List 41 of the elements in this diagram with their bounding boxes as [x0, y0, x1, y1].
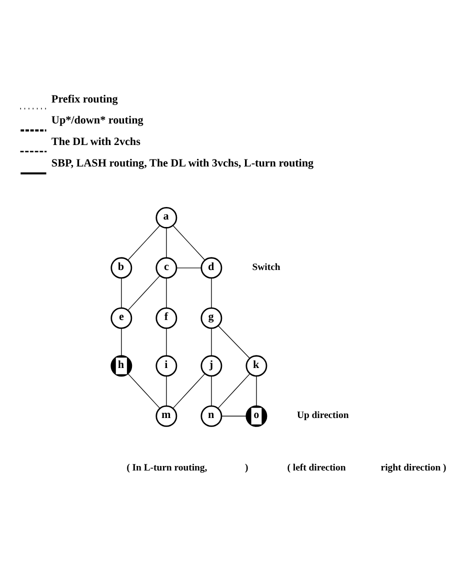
connector — [211, 328, 212, 356]
legend-label: Prefix routing — [51, 93, 118, 106]
label: Up direction — [296, 410, 349, 421]
legend-label: The DL with 2vchs — [51, 136, 140, 148]
connector — [128, 373, 160, 409]
label: right direction ) — [380, 462, 446, 474]
node-circle: c — [156, 257, 178, 279]
node-circle: e — [110, 307, 132, 329]
connector — [218, 373, 250, 409]
label: ) — [245, 462, 248, 474]
label: ( left direction — [287, 462, 346, 474]
connector — [211, 376, 212, 406]
connector — [128, 225, 160, 260]
node-circle: a — [156, 206, 178, 228]
connector — [172, 225, 206, 260]
node-circle: b — [110, 257, 132, 279]
node-circle: o — [246, 405, 268, 427]
connector — [218, 325, 250, 359]
legend-label: Up*/down* routing — [51, 114, 144, 127]
connector — [166, 278, 167, 308]
connector — [256, 376, 257, 406]
node-circle: g — [200, 307, 222, 329]
node-circle: h — [110, 355, 132, 377]
node-circle: f — [156, 307, 178, 329]
label: Switch — [252, 262, 280, 273]
connector — [128, 275, 160, 311]
node-circle: j — [200, 355, 222, 377]
connector — [121, 278, 122, 308]
legend-label: SBP, LASH routing, The DL with 3vchs, L-turn routing — [51, 158, 314, 170]
connector — [166, 227, 167, 258]
node-circle: i — [156, 355, 178, 377]
connector — [121, 328, 122, 356]
connector — [166, 328, 167, 356]
node-circle: m — [156, 405, 178, 427]
connector — [211, 278, 212, 308]
node-circle: d — [200, 257, 222, 279]
connector — [172, 373, 206, 409]
node-circle: n — [200, 405, 222, 427]
label: ( In L-turn routing, — [126, 462, 208, 474]
connector — [166, 376, 167, 406]
node-circle: k — [246, 355, 268, 377]
